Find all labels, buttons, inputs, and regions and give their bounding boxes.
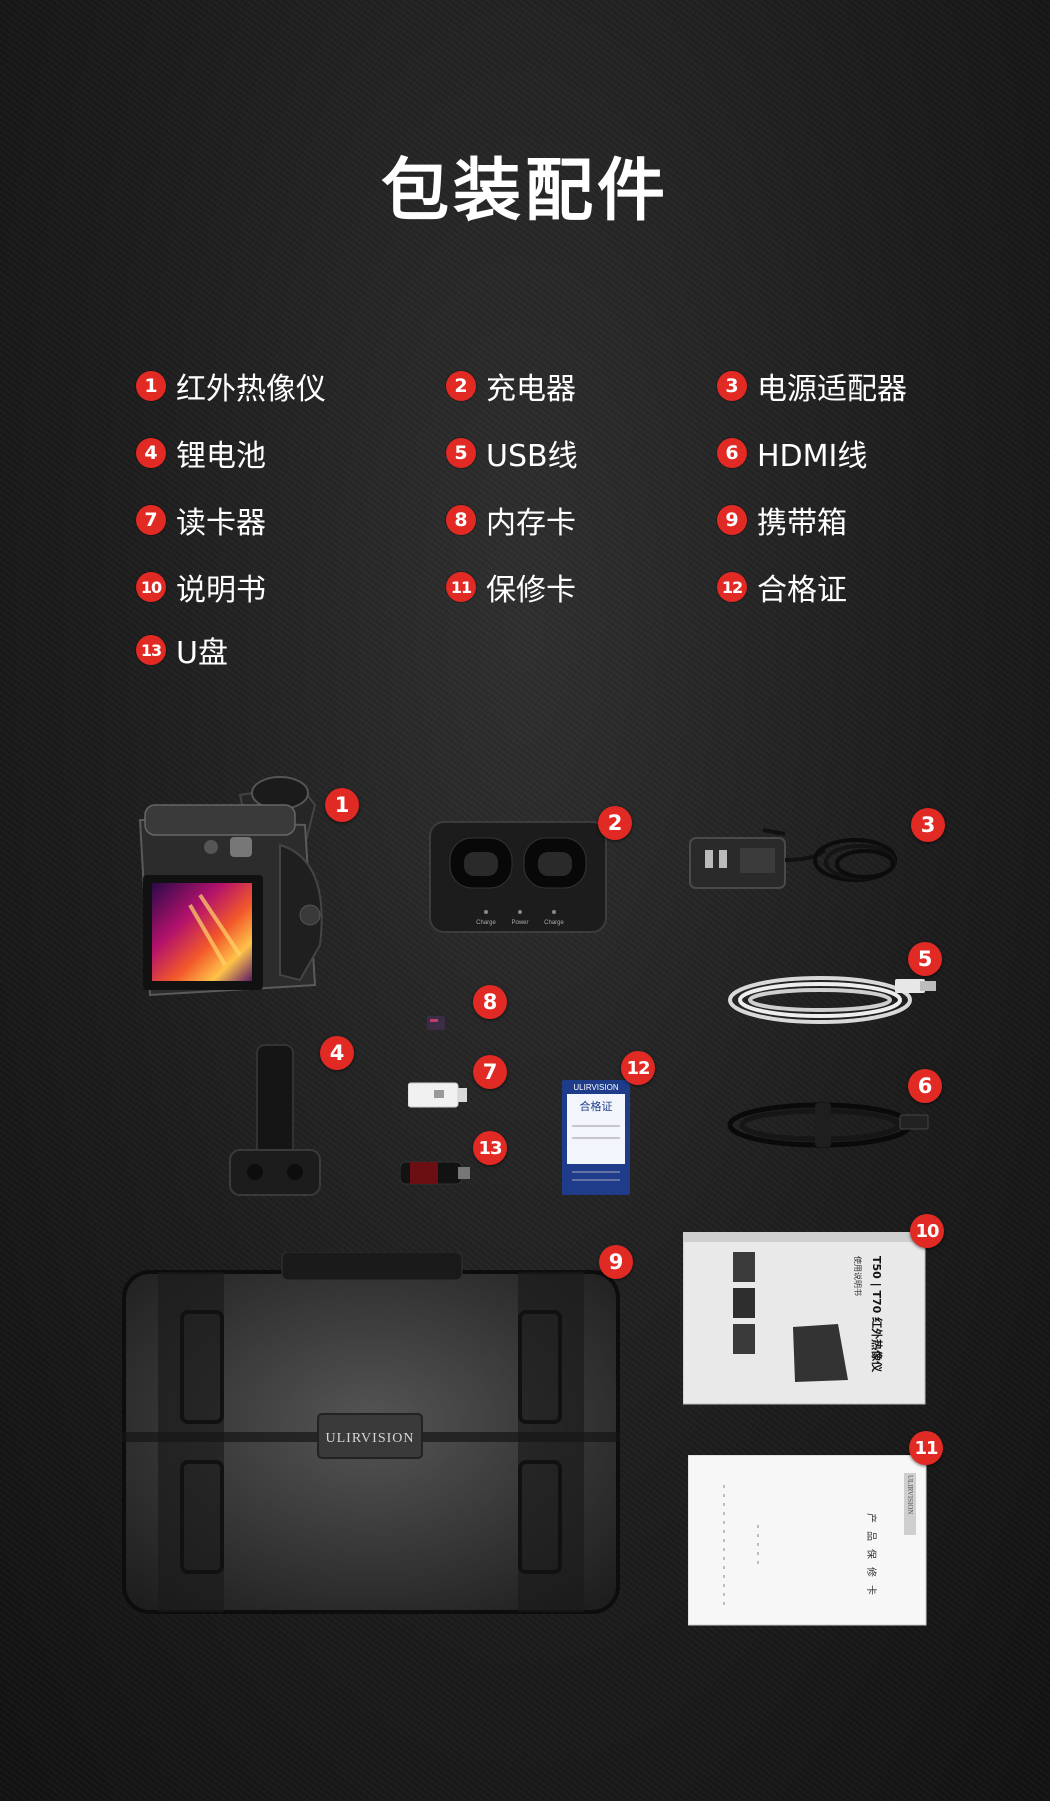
legend-item-manual: 10 说明书 xyxy=(136,567,266,608)
hdmi-cable-image xyxy=(720,1095,940,1155)
badge-10: 10 xyxy=(136,572,166,602)
legend-item-thermal-camera: 1 红外热像仪 xyxy=(136,366,326,407)
product-badge-8: 8 xyxy=(473,985,507,1019)
card-reader-image xyxy=(408,1080,468,1110)
legend-label: 保修卡 xyxy=(486,573,576,608)
product-badge-7: 7 xyxy=(473,1055,507,1089)
badge-7: 7 xyxy=(136,505,166,535)
product-badge-3: 3 xyxy=(911,808,945,842)
legend-label: 内存卡 xyxy=(486,506,576,541)
product-badge-2: 2 xyxy=(598,806,632,840)
legend-label: USB线 xyxy=(486,439,578,474)
warranty-title: 产品保修卡 xyxy=(865,1513,878,1603)
legend-label: 读卡器 xyxy=(176,506,266,541)
badge-11: 11 xyxy=(446,572,476,602)
legend-item-usb-cable: 5 USB线 xyxy=(446,433,578,474)
product-badge-12: 12 xyxy=(621,1051,655,1085)
product-badge-13: 13 xyxy=(473,1131,507,1165)
badge-12: 12 xyxy=(717,572,747,602)
product-badge-5: 5 xyxy=(908,942,942,976)
charger-label-1: Charge xyxy=(476,920,496,926)
charger-label-2: Power xyxy=(511,920,528,926)
legend-label: 锂电池 xyxy=(176,439,266,474)
product-badge-1: 1 xyxy=(325,788,359,822)
legend-label: 红外热像仪 xyxy=(176,372,326,407)
legend-item-charger: 2 充电器 xyxy=(446,366,576,407)
badge-13: 13 xyxy=(136,635,166,665)
product-badge-10: 10 xyxy=(910,1214,944,1248)
badge-1: 1 xyxy=(136,371,166,401)
warranty-card-image: ULIRVISION 产品保修卡 xyxy=(688,1455,928,1627)
manual-title: T50 | T70 红外热像仪 xyxy=(870,1256,884,1373)
legend-item-warranty-card: 11 保修卡 xyxy=(446,567,576,608)
legend-item-hdmi-cable: 6 HDMI线 xyxy=(717,433,868,474)
carry-case-image: ULIRVISION xyxy=(122,1252,620,1622)
legend-label: 电源适配器 xyxy=(757,372,907,407)
case-brand: ULIRVISION xyxy=(326,1431,415,1446)
thermal-camera-image xyxy=(130,765,360,1010)
battery-charger-image: Charge Power Charge xyxy=(428,820,608,935)
power-adapter-image xyxy=(685,820,935,895)
legend-item-certificate: 12 合格证 xyxy=(717,567,847,608)
legend-label: HDMI线 xyxy=(757,439,868,474)
legend-label: 充电器 xyxy=(486,372,576,407)
legend-item-memory-card: 8 内存卡 xyxy=(446,500,576,541)
product-badge-11: 11 xyxy=(909,1431,943,1465)
legend-label: 说明书 xyxy=(176,573,266,608)
page-title: 包装配件 xyxy=(380,152,669,231)
warranty-brand: ULIRVISION xyxy=(906,1475,914,1515)
legend-item-power-adapter: 3 电源适配器 xyxy=(717,366,907,407)
legend-label: 合格证 xyxy=(757,573,847,608)
product-badge-6: 6 xyxy=(908,1069,942,1103)
usb-cable-image xyxy=(715,965,945,1035)
badge-6: 6 xyxy=(717,438,747,468)
legend-label: 携带箱 xyxy=(757,506,847,541)
badge-8: 8 xyxy=(446,505,476,535)
badge-4: 4 xyxy=(136,438,166,468)
legend-item-card-reader: 7 读卡器 xyxy=(136,500,266,541)
legend-item-usb-drive: 13 U盘 xyxy=(136,630,228,671)
badge-5: 5 xyxy=(446,438,476,468)
manual-subtitle: 使用说明书 xyxy=(853,1256,863,1296)
badge-3: 3 xyxy=(717,371,747,401)
badge-2: 2 xyxy=(446,371,476,401)
user-manual-image: T50 | T70 红外热像仪 使用说明书 xyxy=(683,1232,928,1406)
lithium-battery-image xyxy=(225,1040,325,1200)
memory-card-image xyxy=(427,1016,445,1030)
usb-drive-image xyxy=(400,1160,472,1186)
legend-item-carry-case: 9 携带箱 xyxy=(717,500,847,541)
certificate-title: 合格证 xyxy=(580,1099,613,1113)
legend-item-battery: 4 锂电池 xyxy=(136,433,266,474)
certificate-card-image: ULIRVISION 合格证 xyxy=(562,1080,630,1195)
certificate-brand: ULIRVISION xyxy=(573,1083,618,1092)
charger-label-3: Charge xyxy=(544,920,564,926)
badge-9: 9 xyxy=(717,505,747,535)
legend-label: U盘 xyxy=(176,636,228,671)
product-badge-9: 9 xyxy=(599,1245,633,1279)
product-badge-4: 4 xyxy=(320,1036,354,1070)
